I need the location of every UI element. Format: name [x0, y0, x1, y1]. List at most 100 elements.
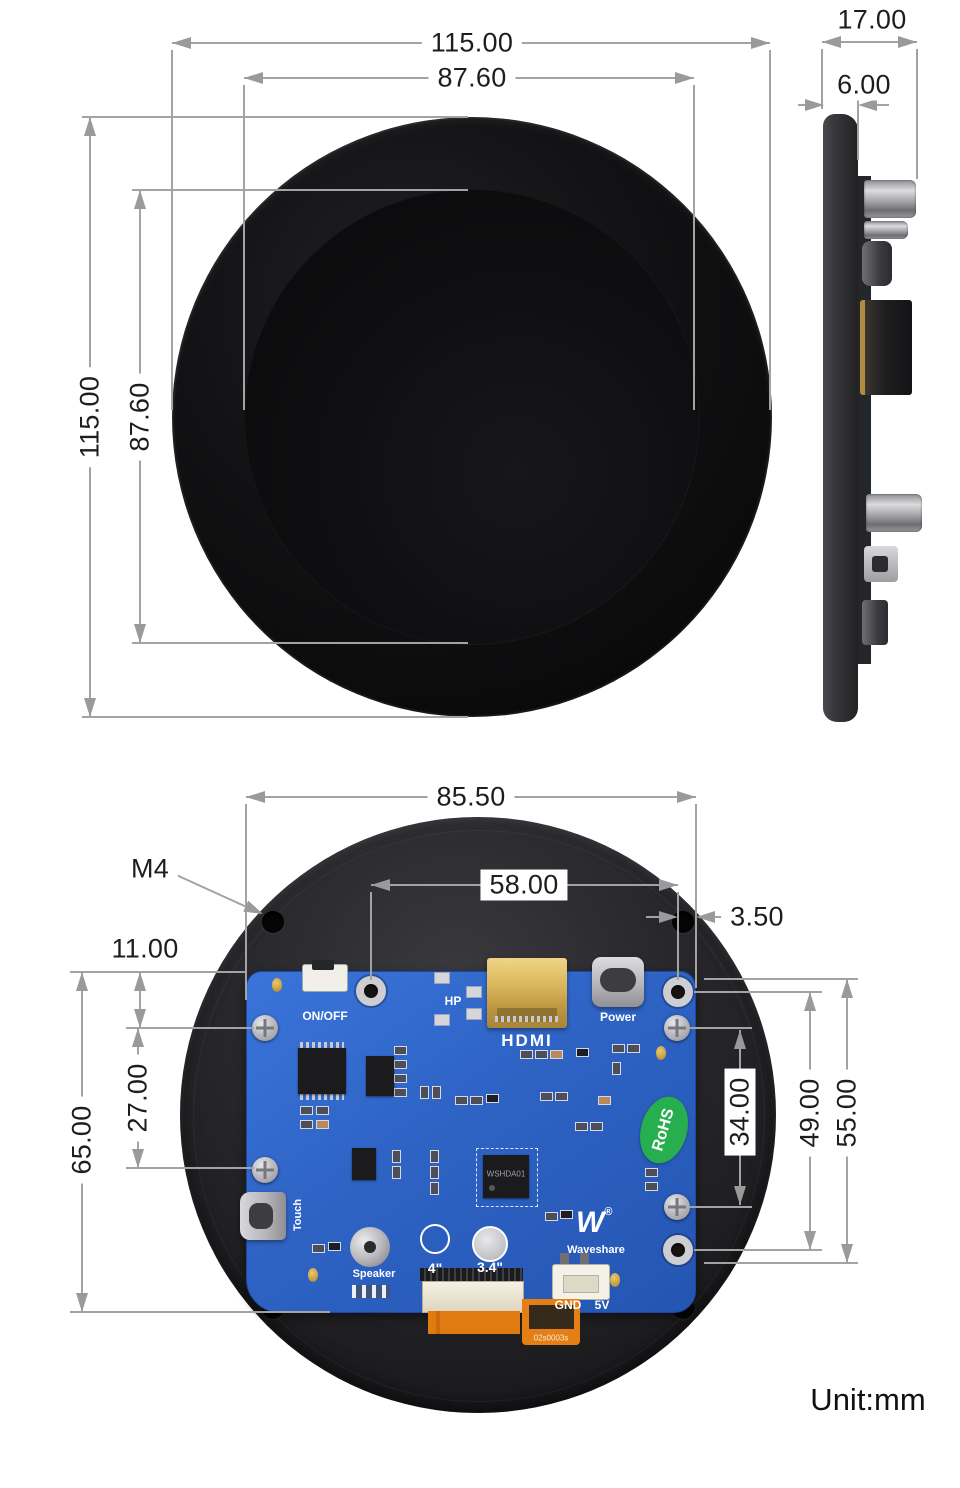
- unit-note: Unit:mm: [810, 1382, 926, 1417]
- side-view-pcb-edge: [855, 176, 871, 664]
- ext-line: [82, 716, 468, 718]
- ext-line: [82, 116, 468, 118]
- dim-line: [139, 972, 141, 1028]
- smd-component: [430, 1166, 439, 1179]
- smd-component: [394, 1046, 407, 1055]
- dim-back-right-hole-outer-span: 55.00: [831, 1069, 863, 1157]
- label-m4: M4: [121, 853, 179, 885]
- dim-front-outer-diameter-top: 115.00: [421, 27, 523, 59]
- dim-arrow: [805, 99, 824, 111]
- fpc-chip: [529, 1305, 574, 1329]
- ext-line: [171, 50, 173, 410]
- dim-line: [822, 41, 917, 43]
- gold-pad: [656, 1046, 666, 1060]
- hp-pad: [434, 1014, 450, 1026]
- ext-line: [690, 1206, 752, 1208]
- smd-component: [328, 1242, 341, 1251]
- wshda01-chip-icon: WSHDA01: [483, 1155, 529, 1198]
- smd-component: [394, 1074, 407, 1083]
- dim-arrow: [696, 911, 715, 923]
- rohs-label: RoHS: [649, 1106, 678, 1154]
- ext-line: [126, 1167, 254, 1169]
- ext-line: [70, 971, 246, 973]
- ext-line: [916, 49, 918, 179]
- fpc-ribbon-icon: [428, 1311, 520, 1334]
- chip-pins: [300, 1094, 344, 1100]
- screw-bottom-right: [664, 1194, 690, 1220]
- screw-top-right: [664, 1015, 690, 1041]
- smd-component: [420, 1086, 429, 1099]
- dim-front-outer-diameter-left: 115.00: [74, 366, 106, 468]
- smd-component: [316, 1120, 329, 1129]
- gold-pad: [610, 1273, 620, 1287]
- ext-line: [694, 991, 822, 993]
- smd-component: [455, 1096, 468, 1105]
- smd-component: [598, 1096, 611, 1105]
- registered-mark: ®: [604, 1206, 613, 1218]
- dim-arrow: [841, 1244, 853, 1263]
- fpc-connector-body: [422, 1281, 524, 1313]
- dim-line: [877, 104, 889, 106]
- hdmi-label: HDMI: [501, 1031, 553, 1050]
- hp-pad: [466, 986, 482, 998]
- power-usb-c-icon: [592, 957, 644, 1007]
- dim-arrow: [677, 791, 696, 803]
- dim-arrow: [822, 36, 841, 48]
- hp-label: HP: [444, 994, 462, 1008]
- dim-back-right-screw-spacing: 34.00: [724, 1068, 756, 1156]
- dim-arrow: [76, 972, 88, 991]
- dim-arrow: [134, 1009, 146, 1028]
- waveshare-logo-icon: W®: [576, 1206, 616, 1240]
- ext-line: [690, 1027, 752, 1029]
- dim-arrow: [841, 979, 853, 998]
- ext-line: [245, 804, 247, 1000]
- ext-line: [243, 85, 245, 410]
- screw-top-left: [252, 1015, 278, 1041]
- side-hdmi-port-icon: [860, 300, 912, 395]
- back-view-case-rim: [193, 830, 765, 1402]
- soic-chip-icon: [352, 1148, 376, 1180]
- ext-line: [370, 892, 372, 980]
- dim-back-left-screw-spacing: 27.00: [122, 1054, 154, 1142]
- dim-arrow: [172, 37, 191, 49]
- m4-hole-top-left: [262, 911, 284, 933]
- side-view-body: [823, 114, 858, 722]
- smd-component: [486, 1094, 499, 1103]
- size-4in-label: 4": [427, 1260, 443, 1276]
- side-switch-slot: [872, 556, 888, 572]
- hdmi-connector-icon: [487, 958, 567, 1028]
- dim-arrow: [858, 99, 877, 111]
- driver-board-pcb: [246, 971, 696, 1313]
- waveshare-logo-w: W: [576, 1206, 605, 1239]
- gnd-label: GND: [554, 1298, 582, 1312]
- dim-line: [646, 916, 660, 918]
- dim-arrow: [84, 698, 96, 717]
- wshda01-label: WSHDA01: [486, 1169, 526, 1179]
- ext-line: [693, 85, 695, 410]
- pcb-mount-hole-top-left: [356, 976, 386, 1006]
- smd-component: [316, 1106, 329, 1115]
- side-speaker-barrel2-icon: [866, 494, 922, 532]
- ext-line: [132, 189, 468, 191]
- smd-component: [540, 1092, 553, 1101]
- dim-arrow: [244, 72, 263, 84]
- dim-arrow: [734, 1186, 746, 1205]
- hp-pad: [466, 1008, 482, 1020]
- smd-component: [612, 1044, 625, 1053]
- smd-component: [394, 1060, 407, 1069]
- smd-component: [470, 1096, 483, 1105]
- gnd-5v-connector-icon: [552, 1264, 610, 1300]
- ext-line: [704, 978, 858, 980]
- controller-chip-icon: [298, 1048, 346, 1094]
- dim-side-panel-thickness: 6.00: [828, 69, 900, 101]
- dim-front-display-diameter-top: 87.60: [428, 62, 516, 94]
- gold-pad: [308, 1268, 318, 1282]
- power-usb-c-slot: [600, 968, 636, 992]
- dim-arrow: [659, 879, 678, 891]
- size-4in-circle: [420, 1224, 450, 1254]
- smd-component: [520, 1050, 533, 1059]
- chip-dashed-outline: [476, 1148, 538, 1207]
- smd-component: [612, 1062, 621, 1075]
- speaker-pins: [352, 1285, 390, 1298]
- smd-component: [430, 1182, 439, 1195]
